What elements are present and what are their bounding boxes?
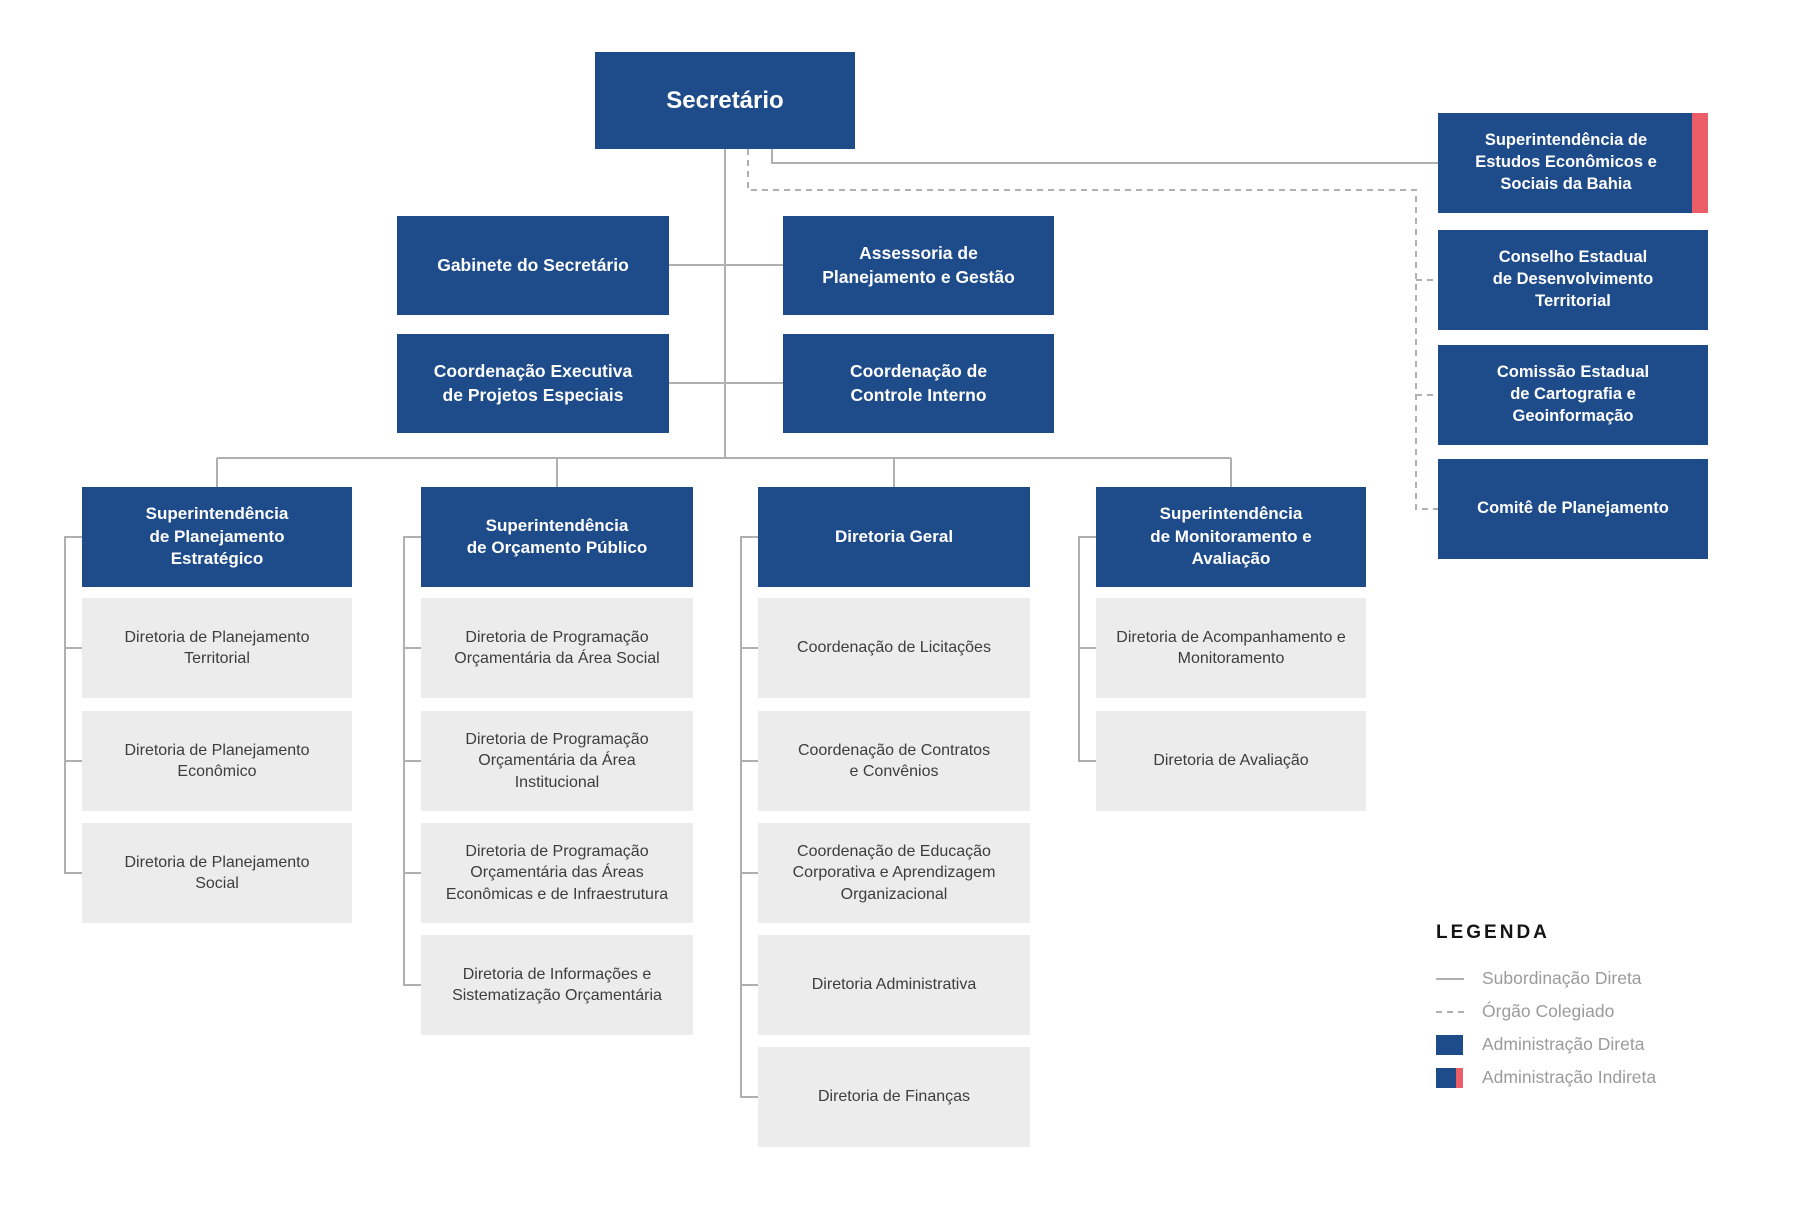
node-coordenacao-executiva-projetos: Coordenação Executiva de Projetos Especi… bbox=[397, 334, 669, 433]
node-conselho-desenvolvimento-territorial: Conselho Estadual de Desenvolvimento Ter… bbox=[1438, 230, 1708, 330]
node-diretoria-programacao-areas-economicas: Diretoria de Programação Orçamentária da… bbox=[421, 823, 693, 923]
node-diretoria-geral: Diretoria Geral bbox=[758, 487, 1030, 587]
legend-title: LEGENDA bbox=[1436, 922, 1550, 943]
node-diretoria-avaliacao: Diretoria de Avaliação bbox=[1096, 711, 1366, 811]
node-assessoria-planejamento-gestao: Assessoria de Planejamento e Gestão bbox=[783, 216, 1054, 315]
node-superintendencia-monitoramento-avaliacao: Superintendência de Monitoramento e Aval… bbox=[1096, 487, 1366, 587]
dashed-collegiate-lines bbox=[747, 149, 1438, 510]
node-label: Superintendência de Estudos Econômicos e… bbox=[1475, 131, 1657, 193]
node-secretario: Secretário bbox=[595, 52, 855, 149]
node-diretoria-informacoes-sistematizacao: Diretoria de Informações e Sistematizaçã… bbox=[421, 935, 693, 1035]
legend-item-label: Órgão Colegiado bbox=[1482, 1001, 1615, 1021]
node-coordenacao-controle-interno: Coordenação de Controle Interno bbox=[783, 334, 1054, 433]
solid-line-icon bbox=[1436, 977, 1464, 980]
legend-item-label: Administração Indireta bbox=[1482, 1067, 1657, 1087]
node-diretoria-programacao-area-social: Diretoria de Programação Orçamentária da… bbox=[421, 598, 693, 698]
node-gabinete-do-secretario: Gabinete do Secretário bbox=[397, 216, 669, 315]
node-superintendencia-orcamento-publico: Superintendência de Orçamento Público bbox=[421, 487, 693, 587]
node-comissao-cartografia-geoinformacao: Comissão Estadual de Cartografia e Geoin… bbox=[1438, 345, 1708, 445]
node-diretoria-programacao-area-institucional: Diretoria de Programação Orçamentária da… bbox=[421, 711, 693, 811]
legend-item-label: Subordinação Direta bbox=[1482, 968, 1642, 988]
node-coordenacao-educacao-corporativa: Coordenação de Educação Corporativa e Ap… bbox=[758, 823, 1030, 923]
blue-swatch-icon bbox=[1436, 1034, 1464, 1055]
legend-item-administracao-indireta: Administração Indireta bbox=[1436, 1061, 1766, 1094]
node-superintendencia-estudos-economicos: Superintendência de Estudos Econômicos e… bbox=[1438, 113, 1708, 213]
indirect-admin-stripe bbox=[1692, 113, 1708, 213]
node-coordenacao-contratos-convenios: Coordenação de Contratos e Convênios bbox=[758, 711, 1030, 811]
node-diretoria-acompanhamento-monitoramento: Diretoria de Acompanhamento e Monitorame… bbox=[1096, 598, 1366, 698]
node-diretoria-planejamento-territorial: Diretoria de Planejamento Territorial bbox=[82, 598, 352, 698]
node-superintendencia-planejamento-estrategico: Superintendência de Planejamento Estraté… bbox=[82, 487, 352, 587]
legend-item-administracao-direta: Administração Direta bbox=[1436, 1028, 1766, 1061]
node-diretoria-financas: Diretoria de Finanças bbox=[758, 1047, 1030, 1147]
node-diretoria-administrativa: Diretoria Administrativa bbox=[758, 935, 1030, 1035]
legend-item-orgao-colegiado: Órgão Colegiado bbox=[1436, 995, 1766, 1028]
node-coordenacao-licitacoes: Coordenação de Licitações bbox=[758, 598, 1030, 698]
node-comite-de-planejamento: Comitê de Planejamento bbox=[1438, 459, 1708, 559]
node-diretoria-planejamento-social: Diretoria de Planejamento Social bbox=[82, 823, 352, 923]
blue-red-swatch-icon bbox=[1436, 1067, 1464, 1088]
legend-item-subordinacao-direta: Subordinação Direta bbox=[1436, 962, 1766, 995]
dashed-line-icon bbox=[1436, 1010, 1464, 1013]
legend-item-label: Administração Direta bbox=[1482, 1034, 1645, 1054]
node-diretoria-planejamento-economico: Diretoria de Planejamento Econômico bbox=[82, 711, 352, 811]
legend: LEGENDA Subordinação Direta Órgão Colegi… bbox=[1436, 922, 1766, 1094]
